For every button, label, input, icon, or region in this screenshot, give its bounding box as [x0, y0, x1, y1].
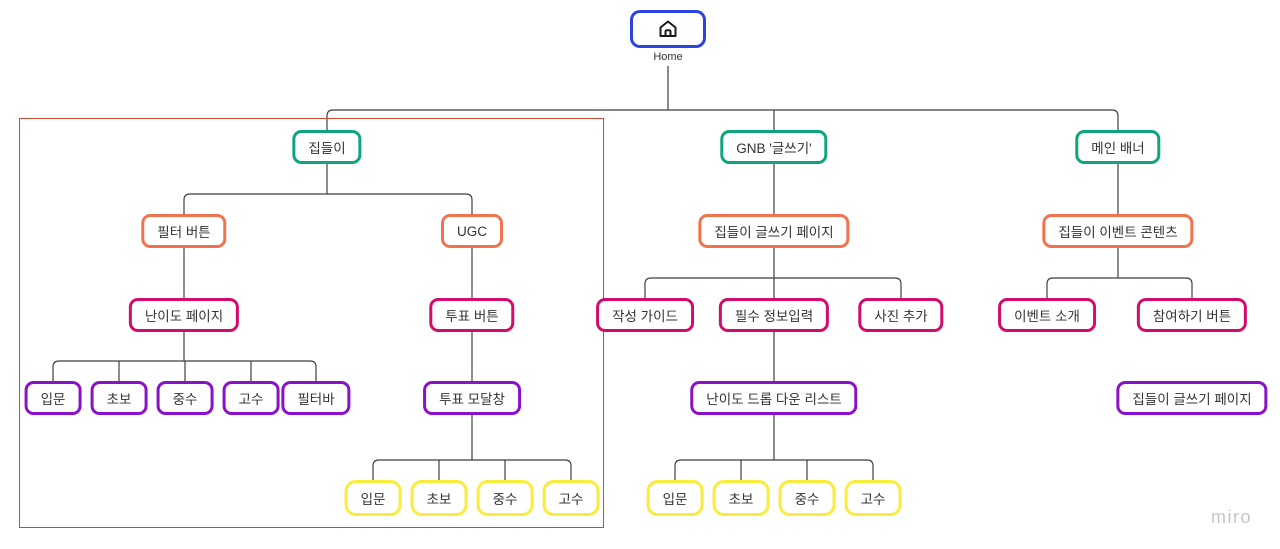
- node-label: 집들이: [308, 141, 346, 156]
- node-ym_mid[interactable]: 중수: [778, 480, 836, 516]
- node-label: 메인 배너: [1091, 141, 1145, 156]
- node-label: 필수 정보입력: [734, 309, 814, 324]
- node-label: 참여하기 버튼: [1152, 309, 1232, 324]
- node-vote_btn[interactable]: 투표 버튼: [429, 298, 515, 332]
- node-label: 난이도 드롭 다운 리스트: [706, 392, 842, 407]
- node-label: 필터바: [297, 392, 335, 407]
- node-yl_mid[interactable]: 중수: [476, 480, 534, 516]
- home-node[interactable]: Home: [630, 10, 706, 63]
- node-label: 초보: [728, 492, 754, 507]
- node-label: 필터 버튼: [157, 225, 211, 240]
- node-label: 사진 추가: [874, 309, 928, 324]
- node-ym_expert[interactable]: 고수: [844, 480, 902, 516]
- node-filter_btn[interactable]: 필터 버튼: [141, 214, 227, 248]
- node-write_page2[interactable]: 집들이 글쓰기 페이지: [1116, 381, 1268, 415]
- node-filter_bar[interactable]: 필터바: [281, 381, 351, 415]
- node-vote_modal[interactable]: 투표 모달창: [423, 381, 521, 415]
- home-shape[interactable]: [630, 10, 706, 48]
- node-label: 난이도 페이지: [144, 309, 224, 324]
- node-join_btn[interactable]: 참여하기 버튼: [1136, 298, 1248, 332]
- highlight-frame[interactable]: [19, 118, 604, 528]
- node-write_page[interactable]: 집들이 글쓰기 페이지: [698, 214, 850, 248]
- node-label: 초보: [106, 392, 132, 407]
- node-label: 중수: [492, 492, 518, 507]
- node-label: GNB '글쓰기': [736, 141, 812, 156]
- node-yl_beginner[interactable]: 입문: [344, 480, 402, 516]
- node-jipdeuri[interactable]: 집들이: [292, 130, 362, 164]
- node-photo_add[interactable]: 사진 추가: [858, 298, 944, 332]
- node-difficulty_page[interactable]: 난이도 페이지: [128, 298, 240, 332]
- node-event_intro[interactable]: 이벤트 소개: [998, 298, 1096, 332]
- node-ugc[interactable]: UGC: [441, 214, 503, 248]
- node-label: UGC: [457, 223, 487, 239]
- miro-watermark: miro: [1211, 507, 1252, 527]
- node-yl_novice[interactable]: 초보: [410, 480, 468, 516]
- node-label: 이벤트 소개: [1014, 309, 1080, 324]
- node-label: 집들이 글쓰기 페이지: [714, 225, 834, 240]
- node-label: 입문: [40, 392, 66, 407]
- node-difficulty_dropdown[interactable]: 난이도 드롭 다운 리스트: [690, 381, 858, 415]
- home-icon: [656, 17, 680, 41]
- node-label: 작성 가이드: [612, 309, 678, 324]
- node-lv_mid[interactable]: 중수: [156, 381, 214, 415]
- node-label: 고수: [860, 492, 886, 507]
- node-label: 고수: [238, 392, 264, 407]
- node-label: 집들이 글쓰기 페이지: [1132, 392, 1252, 407]
- node-ym_beginner[interactable]: 입문: [646, 480, 704, 516]
- node-yl_expert[interactable]: 고수: [542, 480, 600, 516]
- home-label: Home: [653, 51, 683, 63]
- node-lv_expert[interactable]: 고수: [222, 381, 280, 415]
- node-main_banner[interactable]: 메인 배너: [1075, 130, 1161, 164]
- node-required_input[interactable]: 필수 정보입력: [718, 298, 830, 332]
- node-label: 중수: [794, 492, 820, 507]
- node-write_guide[interactable]: 작성 가이드: [596, 298, 694, 332]
- node-lv_beginner[interactable]: 입문: [24, 381, 82, 415]
- node-label: 투표 모달창: [439, 392, 505, 407]
- node-ym_novice[interactable]: 초보: [712, 480, 770, 516]
- node-label: 집들이 이벤트 콘텐츠: [1058, 225, 1178, 240]
- node-label: 투표 버튼: [445, 309, 499, 324]
- node-gnb_write[interactable]: GNB '글쓰기': [720, 130, 828, 164]
- node-label: 고수: [558, 492, 584, 507]
- node-label: 입문: [662, 492, 688, 507]
- node-event_content[interactable]: 집들이 이벤트 콘텐츠: [1042, 214, 1194, 248]
- node-label: 초보: [426, 492, 452, 507]
- node-label: 중수: [172, 392, 198, 407]
- node-lv_novice[interactable]: 초보: [90, 381, 148, 415]
- node-label: 입문: [360, 492, 386, 507]
